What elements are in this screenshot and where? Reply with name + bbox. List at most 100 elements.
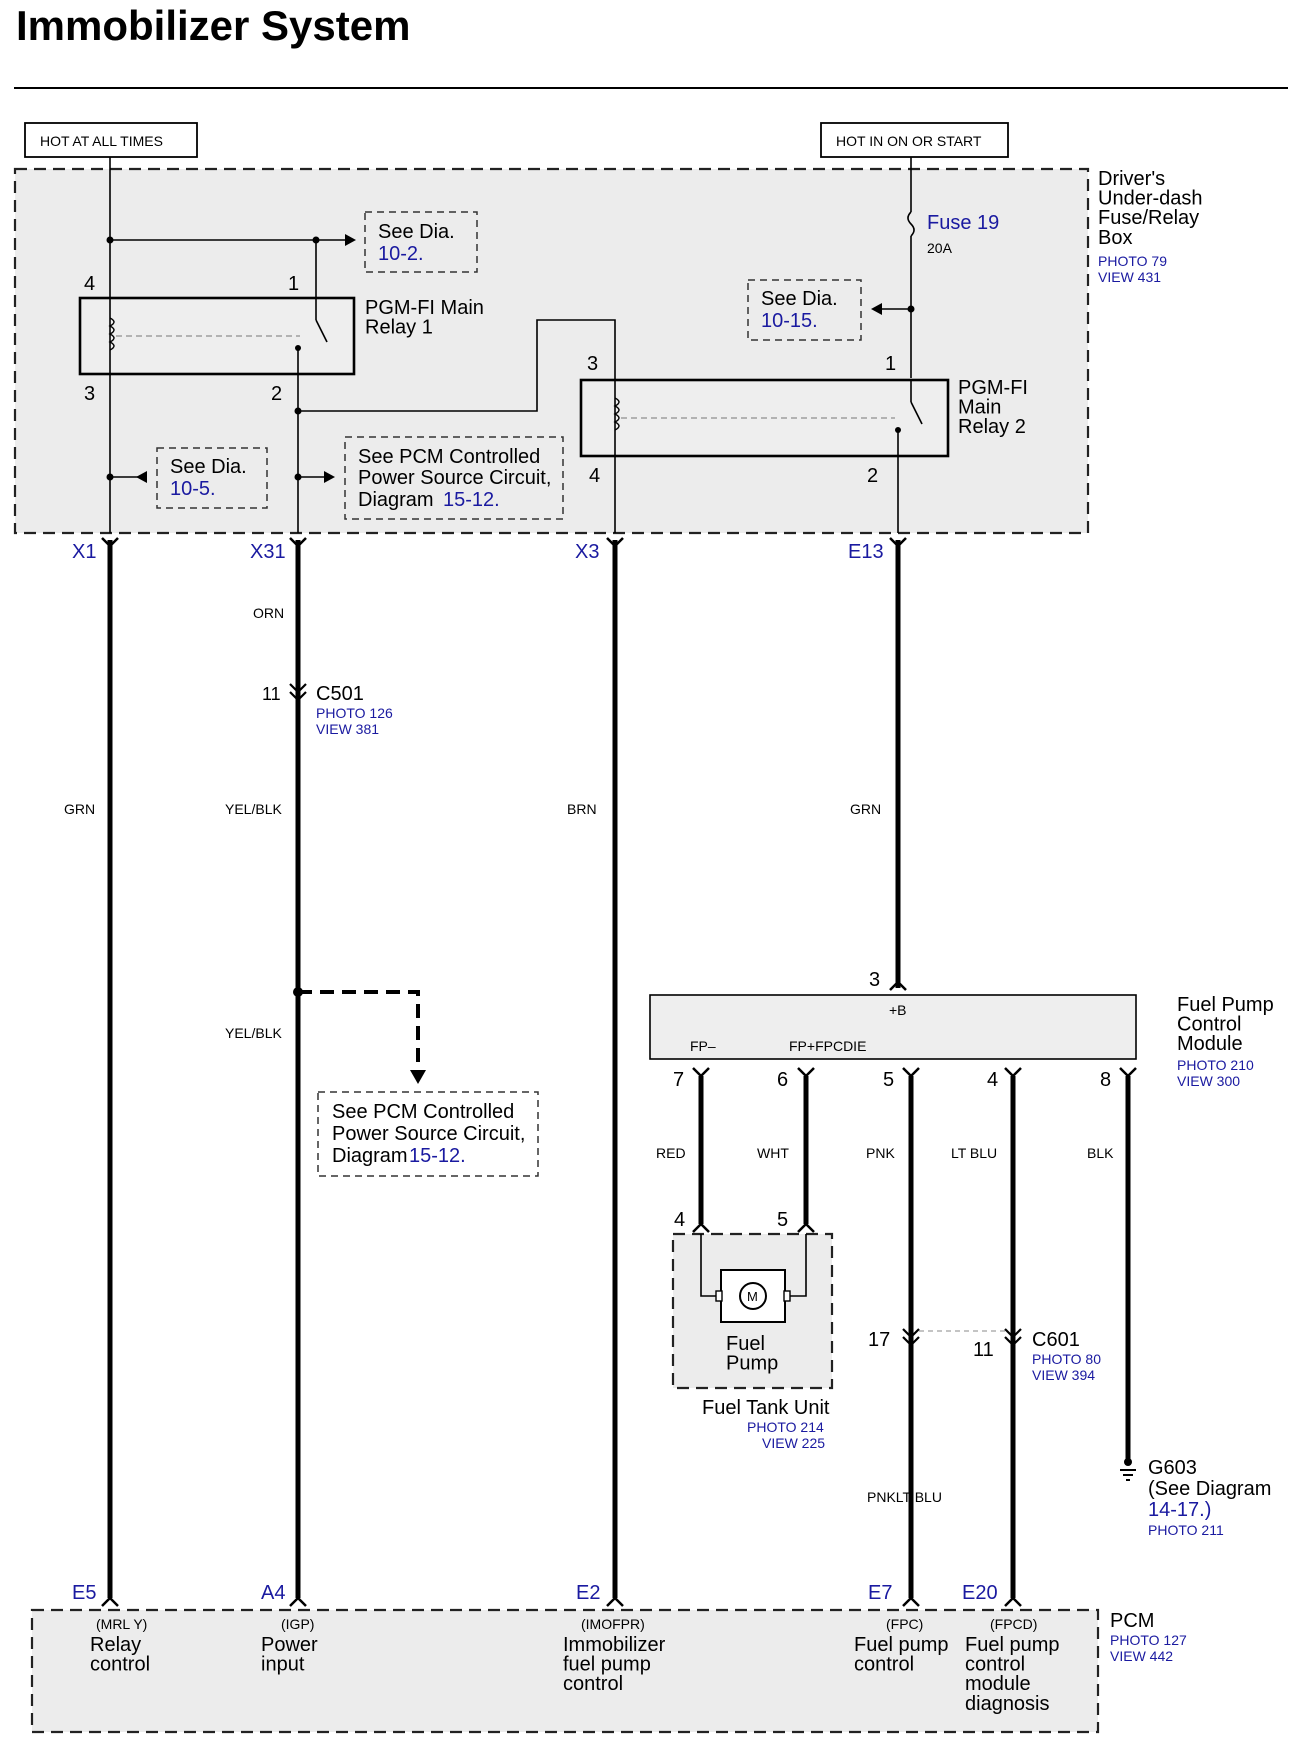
wire-color-grn-right: GRN: [850, 801, 881, 817]
c601-photo: PHOTO 80: [1032, 1351, 1101, 1367]
ref-15-12-b-link[interactable]: 15-12.: [409, 1145, 466, 1167]
pcm-signal-mrly: (MRL Y): [96, 1616, 147, 1632]
terminal-x31: X31: [250, 541, 286, 563]
text-line: control: [854, 1654, 914, 1676]
relay2-pin-4: 4: [589, 465, 600, 487]
c501-view: VIEW 381: [316, 721, 379, 737]
text-line: Fuel pump: [854, 1634, 949, 1656]
pcm-name: PCM: [1110, 1610, 1154, 1632]
arrow-10-15: [871, 303, 882, 315]
fpcm-fp-minus: FP–: [690, 1038, 716, 1054]
text-line: Fuel Pump: [1177, 994, 1274, 1016]
ref-15-12-b-line1: See PCM Controlled: [332, 1101, 514, 1123]
fuel-tank-chevron-5: [797, 1222, 815, 1233]
text-line: Power: [261, 1634, 318, 1656]
c501-name: C501: [316, 683, 364, 705]
relay1-pin-3: 3: [84, 383, 95, 405]
text-line: Control: [1177, 1014, 1241, 1036]
ref-box-10-2: [364, 211, 478, 273]
ref-10-15-link[interactable]: 10-15.: [761, 310, 818, 332]
motor-terminal-right: [783, 1290, 791, 1302]
text-line: input: [261, 1654, 305, 1676]
ref-box-15-12-b: [317, 1091, 539, 1177]
wire-color-blk: BLK: [1087, 1145, 1114, 1161]
motor-icon: [739, 1282, 767, 1310]
text-line: Relay: [90, 1634, 141, 1656]
fpcm-pin-4: 4: [987, 1069, 998, 1091]
relay2-pin-1: 1: [885, 353, 896, 375]
motor-terminal-left: [715, 1290, 723, 1302]
pcm-shade: [32, 1610, 1098, 1732]
text-line: PGM-FI Main: [365, 297, 484, 319]
pcm-view: VIEW 442: [1110, 1648, 1173, 1664]
fuel-tank-unit-border: [671, 1232, 834, 1390]
terminal-e7: E7: [868, 1582, 892, 1604]
relay1-pin-2: 2: [271, 383, 282, 405]
fpcm-view: VIEW 300: [1177, 1073, 1240, 1089]
fpcm-body: [649, 994, 1137, 1060]
fuse-box-view: VIEW 431: [1098, 269, 1161, 285]
c601-view: VIEW 394: [1032, 1367, 1095, 1383]
wire-color-yelblk-2: YEL/BLK: [225, 1025, 282, 1041]
pump-wire-left: [700, 1234, 720, 1297]
ref-10-5-link[interactable]: 10-5.: [170, 478, 216, 500]
hot-at-all-times-label: HOT AT ALL TIMES: [40, 133, 163, 149]
ref-10-15-prefix: See Dia.: [761, 288, 838, 310]
wire-color-brn: BRN: [567, 801, 597, 817]
fuel-tank-pin-4: 4: [674, 1209, 685, 1231]
text-line: Relay 2: [958, 416, 1026, 438]
terminal-e13: E13: [848, 541, 884, 563]
terminal-a4: A4: [261, 1582, 285, 1604]
text-line: Immobilizer: [563, 1634, 666, 1656]
c601-pin-right: 11: [973, 1339, 994, 1361]
g603-dia-link[interactable]: 14-17.): [1148, 1499, 1211, 1521]
c501-pin: 11: [262, 684, 281, 704]
fuel-tank-pin-5: 5: [777, 1209, 788, 1231]
ref-15-12-a-link[interactable]: 15-12.: [443, 489, 500, 511]
dashed-branch-15-12: [298, 990, 420, 1072]
terminal-x1: X1: [72, 541, 96, 563]
text-line: PGM-FI: [958, 377, 1028, 399]
wire-color-orn: ORN: [253, 605, 284, 621]
ref-box-10-15: [747, 279, 862, 341]
c501-photo: PHOTO 126: [316, 705, 393, 721]
wire-color-grn-left: GRN: [64, 801, 95, 817]
g603-name: G603: [1148, 1457, 1197, 1479]
ref-10-2-prefix: See Dia.: [378, 221, 455, 243]
wire-color-ltblu: LT BLU: [951, 1145, 997, 1161]
arrow-10-5: [136, 471, 147, 483]
text-line: fuel pump: [563, 1654, 651, 1676]
pcm-border: [30, 1608, 1100, 1734]
ref-10-2-link[interactable]: 10-2.: [378, 243, 424, 265]
wire-color-wht: WHT: [757, 1145, 789, 1161]
relay2-switch: [910, 401, 923, 425]
fpcm-input-chevron: [889, 980, 907, 991]
text-line: control: [90, 1654, 150, 1676]
hot-in-on-or-start-box: [820, 122, 1009, 158]
relay1-pin-4: 4: [84, 273, 95, 295]
page-title: Immobilizer System: [16, 2, 410, 49]
fuel-tank-unit-view: VIEW 225: [762, 1435, 825, 1451]
arrow-15-12-a: [324, 471, 335, 483]
fuse-19-rating: 20A: [927, 240, 953, 256]
pcm-signal-imofpr: (IMOFPR): [581, 1616, 645, 1632]
wire-color-pnk: PNK: [866, 1145, 895, 1161]
relay2-pin-3: 3: [587, 353, 598, 375]
fuse-box-border: [13, 167, 1090, 535]
c501-connector-symbol: [289, 683, 307, 702]
text-line: Under-dash: [1098, 188, 1203, 210]
wire-color-red: RED: [656, 1145, 686, 1161]
c601-name: C601: [1032, 1329, 1080, 1351]
motor-symbol: M: [747, 1289, 758, 1304]
splice-dot: [106, 236, 114, 244]
text-line: Box: [1098, 227, 1132, 249]
relay2-pin-2: 2: [867, 465, 878, 487]
pcm-photo: PHOTO 127: [1110, 1632, 1187, 1648]
